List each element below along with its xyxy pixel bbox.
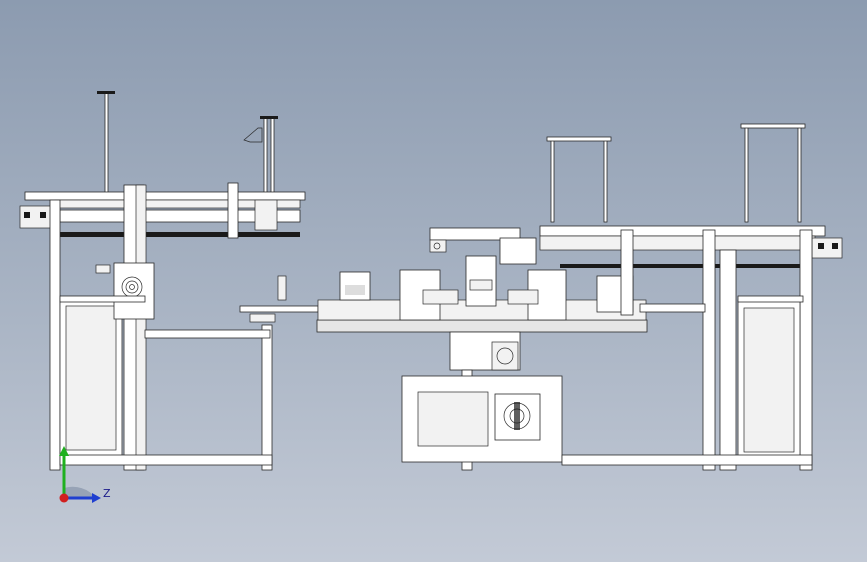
- left-guide-rod-3: [270, 117, 275, 195]
- coordinate-triad: Z: [59, 446, 111, 503]
- left-conveyor-deck: [239, 305, 319, 313]
- station-1: [339, 271, 371, 301]
- left-end-bolt-1: [24, 212, 30, 218]
- left-guide-rod-1: [104, 92, 109, 194]
- triad-z-label: Z: [103, 487, 111, 500]
- right-rod-cap-2: [740, 123, 806, 129]
- center-gantry-end: [429, 239, 447, 253]
- center-gantry-block: [499, 237, 537, 265]
- center-slide-left: [422, 289, 459, 305]
- left-post-right: [261, 324, 273, 471]
- center-motor-hub: [496, 347, 514, 365]
- left-rod-cap-2: [260, 116, 278, 119]
- right-post-mid: [702, 229, 716, 471]
- right-guide-rod-3: [744, 126, 749, 223]
- left-rod-cap-1: [97, 91, 115, 94]
- right-guide-rod-2: [603, 139, 608, 223]
- center-slide-right: [507, 289, 539, 305]
- right-rod-cap-1: [546, 136, 612, 142]
- left-post-outer: [49, 199, 61, 471]
- right-guide-rod-4: [797, 126, 802, 223]
- center-motor: [491, 341, 519, 371]
- right-upper-rail: [737, 295, 804, 303]
- triad-plane-icon: [64, 486, 96, 498]
- left-stopper: [277, 275, 287, 301]
- right-module: [539, 123, 843, 471]
- left-table-top: [144, 329, 271, 339]
- right-top-rail: [539, 225, 826, 237]
- right-mid-rail: [639, 303, 706, 313]
- left-top-rail: [24, 191, 306, 201]
- left-bracket-arm: [243, 127, 263, 143]
- left-post-upper: [227, 182, 239, 239]
- center-gantry-beam: [429, 227, 521, 241]
- right-base-rail: [561, 454, 813, 466]
- right-post-mid-2: [719, 249, 737, 471]
- left-module: [19, 91, 319, 471]
- left-base-rail: [59, 454, 273, 466]
- left-conveyor-block: [249, 313, 276, 323]
- right-post-outer: [799, 229, 813, 471]
- left-post-mid-2: [135, 184, 147, 471]
- left-belt: [60, 232, 300, 237]
- right-guide-rod-1: [550, 139, 555, 223]
- triad-origin: [59, 493, 69, 503]
- right-post-left: [620, 229, 634, 316]
- left-motor-box: [113, 262, 155, 320]
- center-table-plate: [316, 319, 648, 333]
- center-module: [316, 227, 648, 471]
- right-cabinet-door: [743, 307, 795, 453]
- left-end-bolt-2: [40, 212, 46, 218]
- left-carriage: [254, 199, 278, 231]
- right-beam: [539, 235, 816, 251]
- right-belt: [560, 264, 810, 268]
- left-sensor: [95, 264, 111, 274]
- left-guide-rod-2: [263, 117, 268, 195]
- left-mid-rail: [59, 295, 146, 303]
- left-cabinet-door: [65, 305, 117, 451]
- center-base-window: [417, 391, 489, 447]
